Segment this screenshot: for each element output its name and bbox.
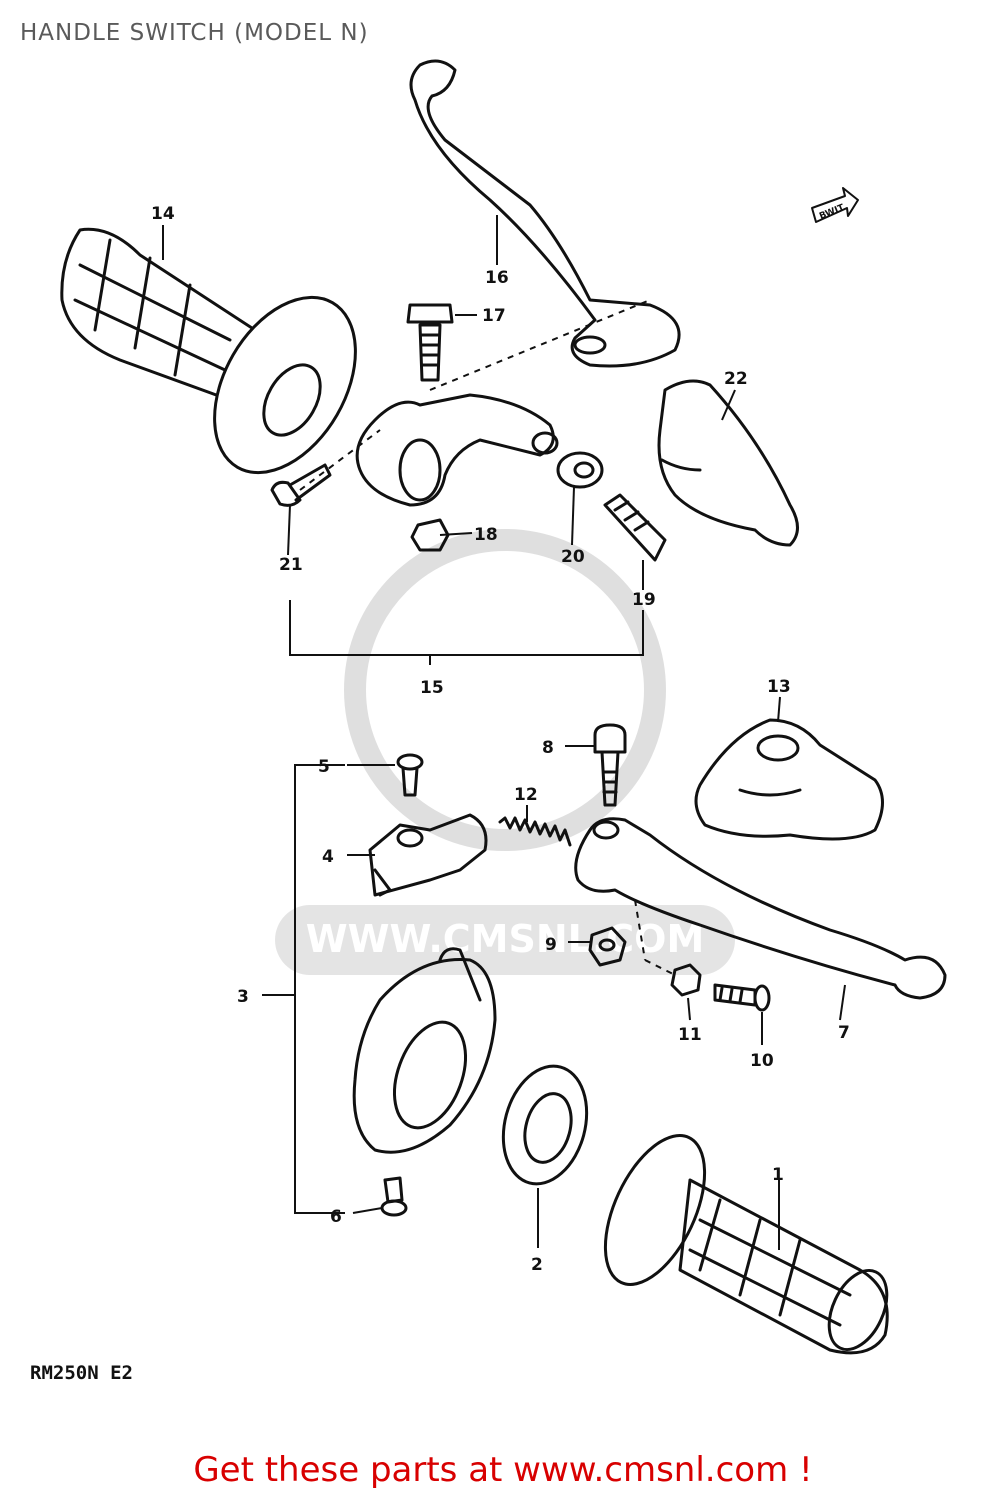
model-code-label: RM250N E2 xyxy=(30,1362,133,1384)
callout-7: 7 xyxy=(838,1023,850,1043)
nut-part-9 xyxy=(588,926,627,967)
spring-part-12 xyxy=(498,816,572,847)
callout-4: 4 xyxy=(322,847,334,867)
nut-part-18 xyxy=(410,518,450,552)
callout-21: 21 xyxy=(279,555,303,575)
right-grip-part-1 xyxy=(603,1134,889,1355)
lever-cover-part-13 xyxy=(694,718,884,841)
diagram-title: HANDLE SWITCH (MODEL N) xyxy=(20,20,369,46)
adjuster-part-19 xyxy=(603,493,667,562)
callout-3: 3 xyxy=(237,987,249,1007)
bolt-part-10 xyxy=(713,983,771,1012)
screw-part-5 xyxy=(396,753,424,797)
clutch-lever-part-16 xyxy=(409,59,681,368)
leader-lines xyxy=(162,215,846,1250)
plate-part-2 xyxy=(501,1064,589,1186)
switch-clamp-part-4 xyxy=(368,813,488,897)
bolt-part-17 xyxy=(406,303,454,382)
callout-10: 10 xyxy=(750,1051,774,1071)
switch-housing-part-3 xyxy=(352,947,497,1154)
direction-arrow-icon xyxy=(811,187,859,223)
callout-9: 9 xyxy=(545,935,557,955)
callout-1: 1 xyxy=(772,1165,784,1185)
brake-lever-part-7 xyxy=(574,817,947,1000)
watermark: WWW.CMSNL.COM xyxy=(275,529,735,975)
callout-6: 6 xyxy=(330,1207,342,1227)
screw-part-6 xyxy=(380,1176,408,1217)
lever-cover-part-22 xyxy=(657,379,799,547)
callout-5: 5 xyxy=(318,757,330,777)
callout-labels: 1 2 3 4 5 6 7 8 9 10 11 12 13 14 15 16 1… xyxy=(151,203,850,1275)
callout-15: 15 xyxy=(420,678,444,698)
callout-14: 14 xyxy=(151,204,175,224)
callout-16: 16 xyxy=(485,268,509,288)
bolt-part-8 xyxy=(593,723,627,807)
callout-2: 2 xyxy=(531,1255,543,1275)
footer-cta-link[interactable]: Get these parts at www.cmsnl.com ! xyxy=(193,1450,813,1490)
washer-part-20 xyxy=(556,451,604,489)
callout-20: 20 xyxy=(561,547,585,567)
direction-tag: BWIT xyxy=(818,203,846,222)
callout-12: 12 xyxy=(514,785,538,805)
callout-8: 8 xyxy=(542,738,554,758)
callout-13: 13 xyxy=(767,677,791,697)
callout-22: 22 xyxy=(724,369,748,389)
callout-18: 18 xyxy=(474,525,498,545)
callout-17: 17 xyxy=(482,306,506,326)
callout-11: 11 xyxy=(678,1025,702,1045)
screw-part-21 xyxy=(270,463,332,507)
callout-19: 19 xyxy=(632,590,656,610)
left-grip-part-14 xyxy=(60,227,357,475)
clutch-lever-holder xyxy=(355,393,559,507)
watermark-text: WWW.CMSNL.COM xyxy=(306,917,705,961)
nut-part-11 xyxy=(670,963,702,997)
